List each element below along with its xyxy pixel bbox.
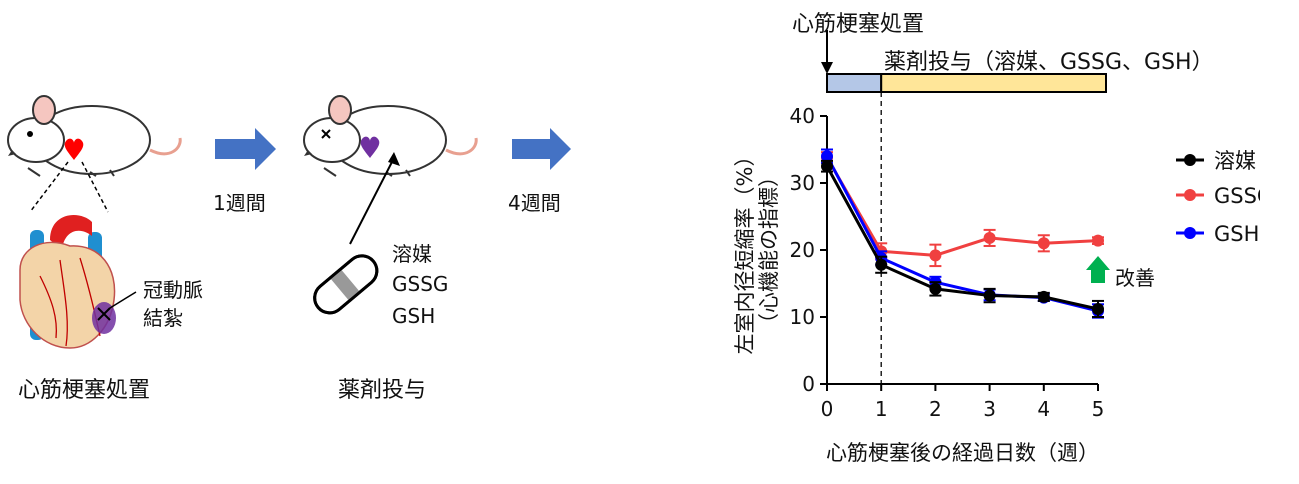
x-tick-label: 0: [821, 397, 834, 421]
x-tick-label: 5: [1092, 397, 1105, 421]
mouse-icon: [303, 95, 478, 177]
legend-label: GSSG: [1214, 184, 1260, 208]
series-line: [825, 155, 1099, 313]
legend-marker: [1184, 154, 1196, 166]
step2-label: 薬剤投与: [338, 378, 427, 403]
x-tick-label: 3: [983, 397, 996, 421]
series-line: [825, 156, 1099, 257]
ligation-label-2: 結紮: [143, 306, 183, 330]
timeline-dosing-bar: [880, 73, 1107, 93]
legend-marker: [1184, 227, 1196, 239]
data-point: [821, 160, 833, 173]
x-tick-label: 1: [875, 397, 888, 421]
data-point: [875, 258, 888, 271]
right-arrow-icon: [512, 128, 571, 170]
drug-label-gsh: GSH: [392, 304, 436, 328]
series-line: [825, 165, 1099, 311]
capsule-icon: [313, 254, 379, 315]
y-tick-label: 10: [790, 305, 815, 329]
data-point: [1092, 302, 1104, 315]
heart-illustration-icon: [19, 215, 137, 349]
heart-icon: [64, 138, 84, 160]
right-arrow-icon: [215, 128, 276, 170]
data-point: [929, 249, 942, 262]
legend-label: 溶媒: [1214, 149, 1256, 173]
data-point: [983, 231, 996, 244]
step1-label: 心筋梗塞処置: [18, 378, 151, 403]
y-axis-sublabel: （心機能の指標）: [757, 166, 781, 334]
schematic-graphics: [7, 95, 571, 349]
interval2-label: 4週間: [508, 191, 561, 215]
y-tick-label: 30: [790, 171, 815, 195]
y-tick-label: 20: [790, 238, 815, 262]
drug-label-vehicle: 溶媒: [392, 242, 432, 266]
heart-icon: [360, 136, 380, 158]
y-tick-label: 0: [802, 372, 815, 396]
timeline-dosing-label: 薬剤投与（溶媒、GSSG、GSH）: [884, 50, 1214, 75]
up-arrow-icon: [1086, 256, 1110, 283]
ligation-label-1: 冠動脈: [143, 278, 203, 302]
x-tick-label: 2: [929, 397, 942, 421]
data-point: [1037, 237, 1050, 250]
chart: 0 10 20 30 40 0 1 2 3 4 5 心筋梗塞後の経過日数（週） 左室内径短縮率（%）（心…: [733, 30, 1260, 465]
data-point: [1037, 290, 1050, 303]
data-point: [1092, 234, 1104, 247]
drug-label-gssg: GSSG: [392, 272, 449, 296]
x-axis-label: 心筋梗塞後の経過日数（週）: [826, 441, 1099, 465]
data-point: [929, 282, 942, 295]
legend-label: GSH: [1214, 222, 1259, 246]
mouse-icon: [7, 95, 182, 177]
data-point: [821, 150, 833, 163]
y-tick-label: 40: [790, 104, 815, 128]
y-axis-label: 左室内径短縮率（%）: [733, 146, 757, 355]
interval1-label: 1週間: [213, 191, 266, 215]
timeline-pre-bar: [826, 73, 883, 93]
data-point: [983, 289, 996, 302]
down-arrow-icon: [821, 62, 833, 74]
x-tick-label: 4: [1037, 397, 1050, 421]
improvement-label: 改善: [1115, 266, 1155, 290]
legend-marker: [1184, 189, 1196, 201]
timeline-mi-label: 心筋梗塞処置: [792, 12, 925, 37]
